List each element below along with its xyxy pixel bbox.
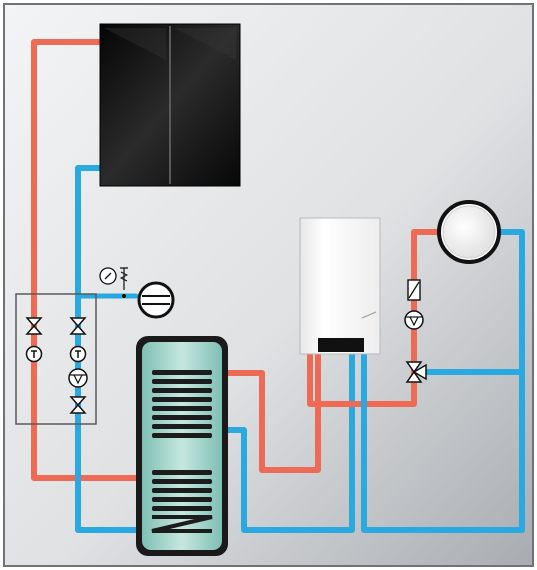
expansion-vessel-icon (137, 281, 175, 319)
boiler-icon (299, 217, 381, 355)
storage-tank-icon (136, 336, 228, 556)
thermometer-icon (25, 345, 43, 363)
pump-icon (404, 310, 424, 330)
solar-panel-icon (99, 23, 241, 187)
tank-to-boiler-hot-pipe (223, 349, 321, 473)
pump-station-icon (15, 293, 97, 425)
tank-upper-coil (152, 370, 212, 438)
valve-icon (25, 317, 43, 335)
radiator-icon (437, 200, 501, 264)
pressure-gauge-icon (99, 267, 117, 285)
safety-valve-icon (119, 267, 129, 298)
pump-icon (68, 368, 88, 388)
boiler-to-tank-return-pipe (223, 349, 355, 533)
diagram-frame (3, 3, 534, 567)
valve-icon (69, 396, 87, 414)
heating-flow-pipe (307, 229, 441, 407)
heating-return-pipe (361, 229, 525, 533)
valve-icon (69, 317, 87, 335)
solar-hot-pipe (31, 39, 143, 481)
three-way-valve-icon (405, 361, 427, 383)
check-valve-icon (407, 279, 421, 301)
thermometer-icon (69, 345, 87, 363)
tank-lower-coil (151, 470, 213, 533)
